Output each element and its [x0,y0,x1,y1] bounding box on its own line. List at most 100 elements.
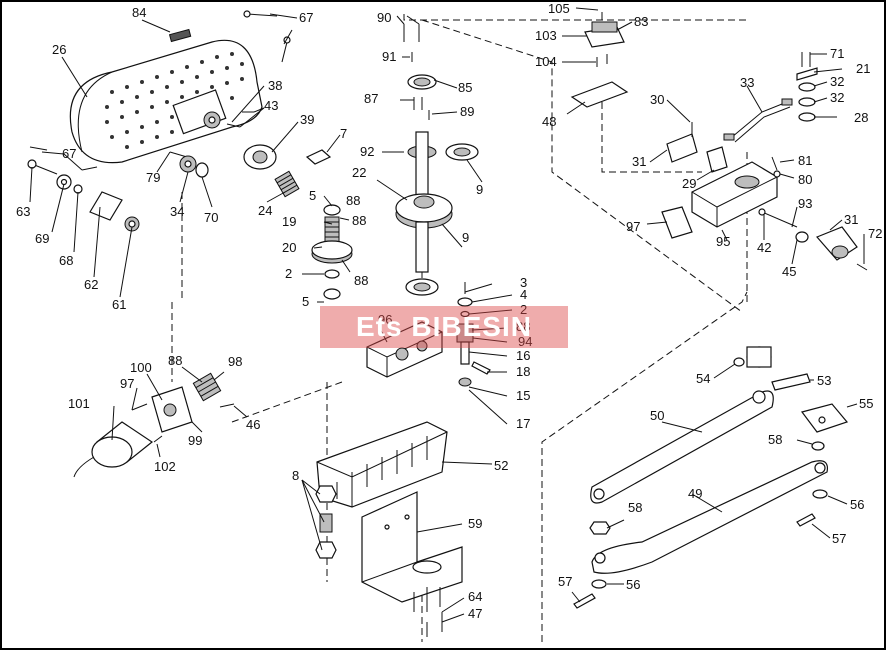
label-34: 34 [170,204,184,219]
watermark-banner: Ets BIBESIN [320,306,568,348]
label-49: 49 [688,486,702,501]
label-31b: 31 [844,212,858,227]
small-parts-79-34-70-24 [169,151,300,198]
label-4: 4 [520,287,527,302]
label-68: 68 [59,253,73,268]
label-48: 48 [542,114,556,129]
knob-39 [243,144,332,170]
label-46: 46 [246,417,260,432]
label-84: 84 [132,5,146,20]
label-55: 55 [859,396,873,411]
label-29: 29 [682,176,696,191]
motor-101 [73,372,235,478]
gear-stack-19-20 [311,204,353,300]
release-lever-31 [758,208,868,271]
label-88e: 88 [168,353,182,368]
label-2b: 2 [520,302,527,317]
arm-assembly [573,346,849,609]
label-81: 81 [798,153,812,168]
shaft-assembly-61-69 [27,146,140,232]
label-21: 21 [856,61,870,76]
parts-71-21-32-28 [796,52,818,122]
label-3: 3 [520,275,527,290]
label-96: 96 [378,312,392,327]
label-53: 53 [817,373,831,388]
label-85: 85 [458,80,472,95]
screws-67 [243,10,291,63]
label-52: 52 [494,458,508,473]
base-plate-95 [661,122,781,239]
label-99: 99 [188,433,202,448]
label-98: 98 [228,354,242,369]
label-9b: 9 [462,230,469,245]
label-89: 89 [460,104,474,119]
electronics-103-48 [570,12,629,108]
label-42: 42 [757,240,771,255]
leader-lines [29,7,865,623]
label-88d: 88 [516,319,530,334]
label-43: 43 [264,98,278,113]
bracket-38 [172,89,254,135]
label-58a: 58 [768,432,782,447]
label-88c: 88 [346,193,360,208]
label-97a: 97 [120,376,134,391]
label-104: 104 [535,54,557,69]
label-101: 101 [68,396,90,411]
label-30: 30 [650,92,664,107]
part-labels: 84 67 26 38 43 39 7 67 63 69 68 62 61 79… [16,2,882,621]
label-93: 93 [798,196,812,211]
label-20: 20 [282,240,296,255]
label-58b: 58 [628,500,642,515]
label-70: 70 [204,210,218,225]
label-45: 45 [782,264,796,279]
label-5a: 5 [309,188,316,203]
label-67b: 67 [62,146,76,161]
label-92: 92 [360,144,374,159]
label-105: 105 [548,2,570,16]
label-97b: 97 [626,219,640,234]
label-9a: 9 [476,182,483,197]
label-103: 103 [535,28,557,43]
label-61: 61 [112,297,126,312]
label-62: 62 [84,277,98,292]
label-95: 95 [716,234,730,249]
label-91: 91 [382,49,396,64]
central-shaft [395,24,479,296]
label-38: 38 [268,78,282,93]
label-47: 47 [468,606,482,621]
label-88b: 88 [354,273,368,288]
cover-26 [69,28,263,164]
bracket-plate-59 [361,491,463,637]
label-88a: 88 [352,213,366,228]
label-32a: 32 [830,74,844,89]
label-90: 90 [377,10,391,25]
label-18: 18 [516,364,530,379]
label-33: 33 [740,75,754,90]
label-54: 54 [696,371,710,386]
label-100: 100 [130,360,152,375]
label-39: 39 [300,112,314,127]
label-2a: 2 [285,266,292,281]
label-87: 87 [364,91,378,106]
nuts-8 [315,485,337,559]
label-56a: 56 [850,497,864,512]
label-56b: 56 [626,577,640,592]
label-17: 17 [516,416,530,431]
label-5b: 5 [302,294,309,309]
label-63: 63 [16,204,30,219]
label-7: 7 [340,126,347,141]
label-59: 59 [468,516,482,531]
label-31a: 31 [632,154,646,169]
label-22: 22 [352,165,366,180]
tray-52 [316,421,448,508]
label-71: 71 [830,46,844,61]
label-19: 19 [282,214,296,229]
label-32b: 32 [830,90,844,105]
label-50: 50 [650,408,664,423]
label-15: 15 [516,388,530,403]
label-83: 83 [634,14,648,29]
label-79: 79 [146,170,160,185]
label-69: 69 [35,231,49,246]
